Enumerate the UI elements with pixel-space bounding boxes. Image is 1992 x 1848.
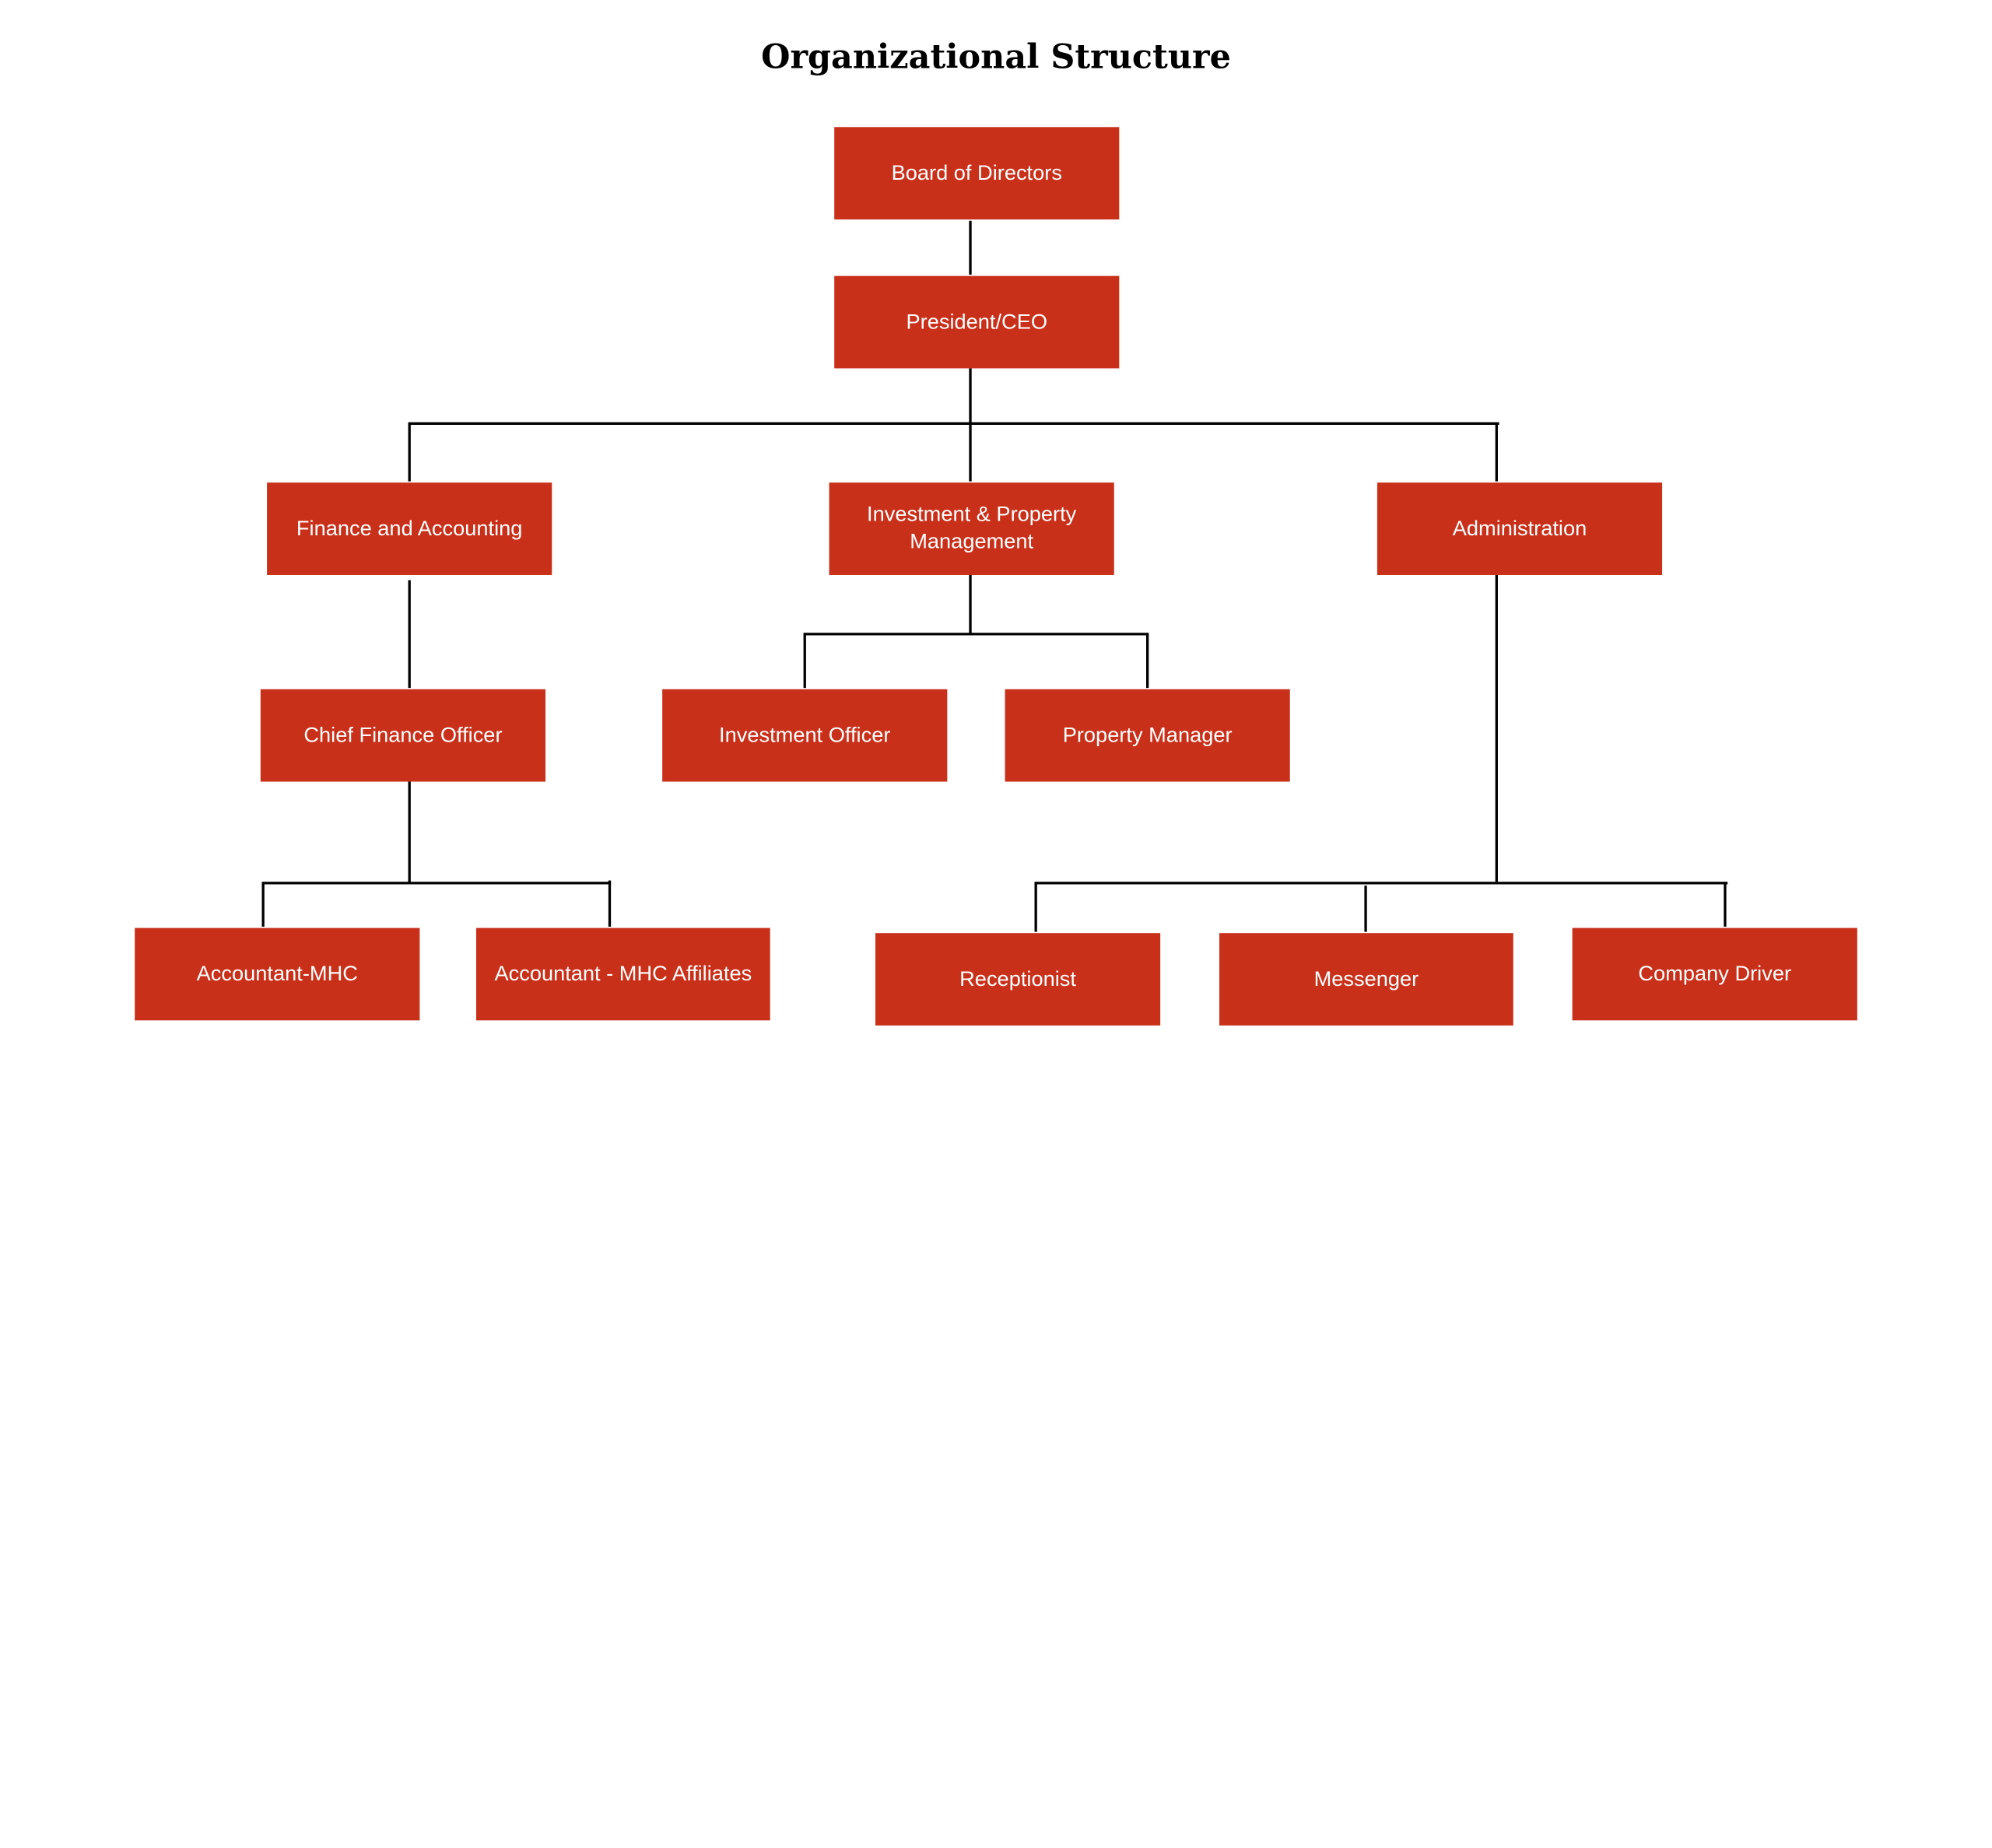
node-label: Investment Officer [719, 723, 891, 747]
node-company-driver: Company Driver [1572, 928, 1857, 1021]
node-label: Accountant-MHC [196, 962, 358, 985]
chart-title: Organizational Structure [761, 38, 1231, 77]
node-president-ceo: President/CEO [834, 275, 1120, 369]
node-accountant-mhc: Accountant-MHC [135, 928, 420, 1021]
node-finance-and-accounting: Finance and Accounting [267, 482, 552, 575]
node-board-of-directors: Board of Directors [834, 127, 1120, 220]
node-investment-property-management: Investment & Property Management [829, 482, 1114, 575]
node-accountant-mhc-affiliates: Accountant - MHC Affiliates [475, 928, 770, 1021]
node-property-manager: Property Manager [1005, 689, 1290, 782]
node-label: Accountant - MHC Affiliates [494, 962, 752, 985]
node-investment-officer: Investment Officer [662, 689, 948, 782]
node-label: Finance and Accounting [296, 516, 523, 540]
node-label: Chief Finance Officer [303, 723, 503, 747]
node-label: Property Manager [1062, 723, 1233, 747]
node-receptionist: Receptionist [875, 933, 1161, 1026]
node-label: Messenger [1313, 966, 1419, 991]
node-label: Investment & Property Management [867, 503, 1077, 553]
node-label: Board of Directors [891, 161, 1062, 184]
node-label: President/CEO [906, 310, 1048, 334]
node-label: Receptionist [959, 966, 1076, 991]
node-label: Company Driver [1638, 962, 1792, 985]
node-messenger: Messenger [1219, 933, 1513, 1026]
node-label: Administration [1452, 516, 1587, 540]
node-chief-finance-officer: Chief Finance Officer [260, 689, 546, 782]
node-administration: Administration [1377, 482, 1663, 575]
connector-lines [261, 220, 1728, 932]
